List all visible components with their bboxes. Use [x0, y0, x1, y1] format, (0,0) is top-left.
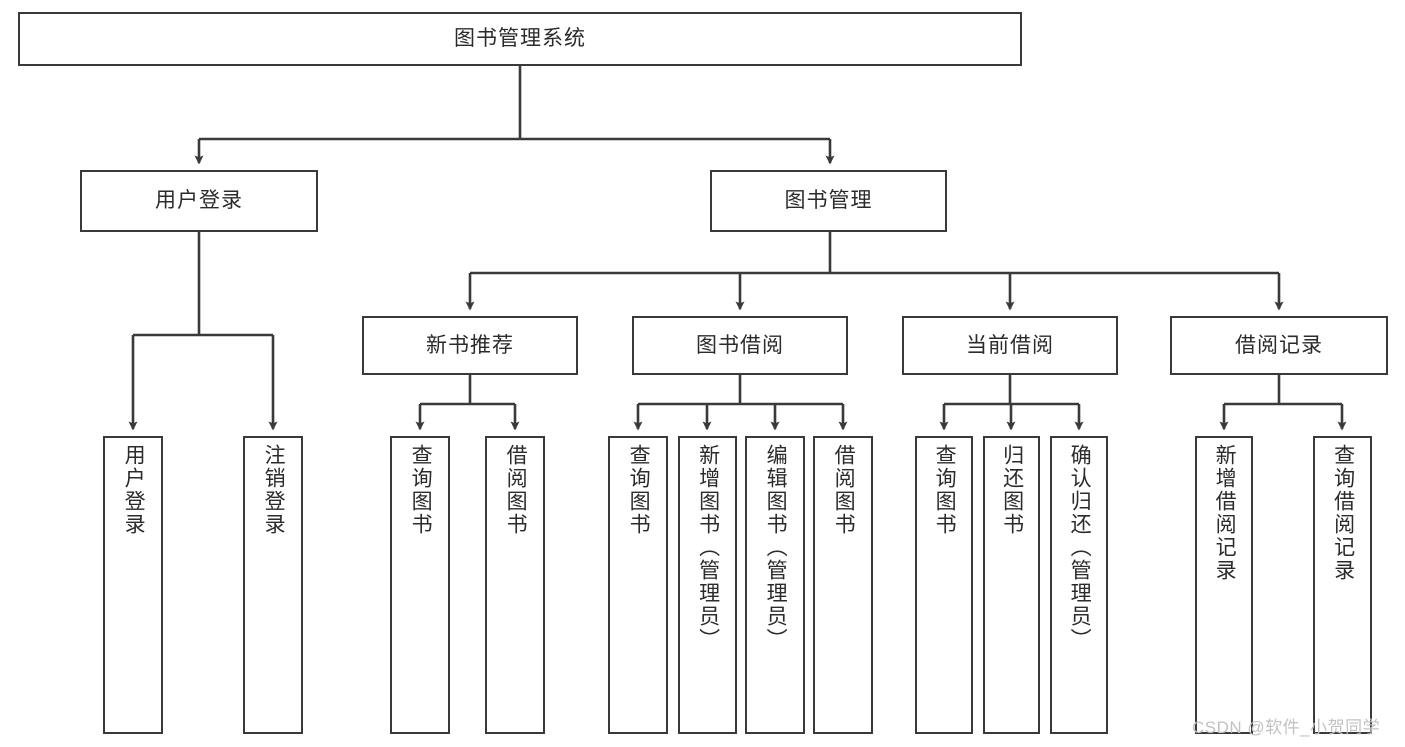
- node-leaf-user-login-label: 用户登录: [122, 444, 146, 536]
- node-leaf-query-book-1[interactable]: 查询图书: [390, 436, 450, 734]
- node-current-borrow-label: 当前借阅: [966, 333, 1054, 357]
- node-leaf-query-record-label: 查询借阅记录: [1331, 444, 1355, 582]
- node-leaf-logout-label: 注销登录: [262, 444, 286, 536]
- node-book-management-label: 图书管理: [784, 189, 873, 213]
- node-new-book-recommend[interactable]: 新书推荐: [362, 316, 578, 375]
- node-leaf-edit-book-label: 编辑图书（管理员）: [764, 444, 788, 651]
- node-user-login[interactable]: 用户登录: [80, 170, 318, 232]
- node-leaf-query-book-2[interactable]: 查询图书: [608, 436, 668, 734]
- node-root-label: 图书管理系统: [454, 27, 586, 51]
- node-book-borrow-label: 图书借阅: [696, 333, 784, 357]
- node-leaf-query-book-1-label: 查询图书: [409, 444, 433, 536]
- node-leaf-query-record[interactable]: 查询借阅记录: [1313, 436, 1372, 734]
- node-current-borrow[interactable]: 当前借阅: [902, 316, 1118, 375]
- node-leaf-user-login[interactable]: 用户登录: [103, 436, 163, 734]
- node-leaf-borrow-book-1-label: 借阅图书: [504, 444, 528, 536]
- csdn-watermark: CSDN @软件_小贺同学: [1192, 718, 1381, 737]
- node-leaf-add-book-label: 新增图书（管理员）: [696, 444, 720, 651]
- node-book-borrow[interactable]: 图书借阅: [632, 316, 848, 375]
- node-leaf-add-record-label: 新增借阅记录: [1213, 444, 1237, 582]
- node-new-book-recommend-label: 新书推荐: [426, 333, 514, 357]
- node-borrow-record[interactable]: 借阅记录: [1170, 316, 1388, 375]
- node-book-management[interactable]: 图书管理: [710, 170, 947, 232]
- node-leaf-edit-book[interactable]: 编辑图书（管理员）: [745, 436, 805, 734]
- node-leaf-return-book-label: 归还图书: [1000, 444, 1024, 536]
- node-leaf-return-book[interactable]: 归还图书: [983, 436, 1040, 734]
- node-leaf-query-book-3-label: 查询图书: [933, 444, 957, 536]
- node-leaf-add-book[interactable]: 新增图书（管理员）: [678, 436, 737, 734]
- node-leaf-query-book-2-label: 查询图书: [627, 444, 651, 536]
- node-leaf-borrow-book-1[interactable]: 借阅图书: [485, 436, 545, 734]
- node-leaf-add-record[interactable]: 新增借阅记录: [1195, 436, 1253, 734]
- node-leaf-borrow-book-2[interactable]: 借阅图书: [813, 436, 873, 734]
- node-leaf-query-book-3[interactable]: 查询图书: [915, 436, 973, 734]
- node-leaf-confirm-return[interactable]: 确认归还（管理员）: [1050, 436, 1108, 734]
- node-user-login-label: 用户登录: [155, 189, 243, 213]
- node-root[interactable]: 图书管理系统: [18, 12, 1022, 66]
- node-leaf-confirm-return-label: 确认归还（管理员）: [1068, 444, 1092, 651]
- node-borrow-record-label: 借阅记录: [1235, 333, 1323, 357]
- node-leaf-logout[interactable]: 注销登录: [243, 436, 303, 734]
- node-leaf-borrow-book-2-label: 借阅图书: [832, 444, 856, 536]
